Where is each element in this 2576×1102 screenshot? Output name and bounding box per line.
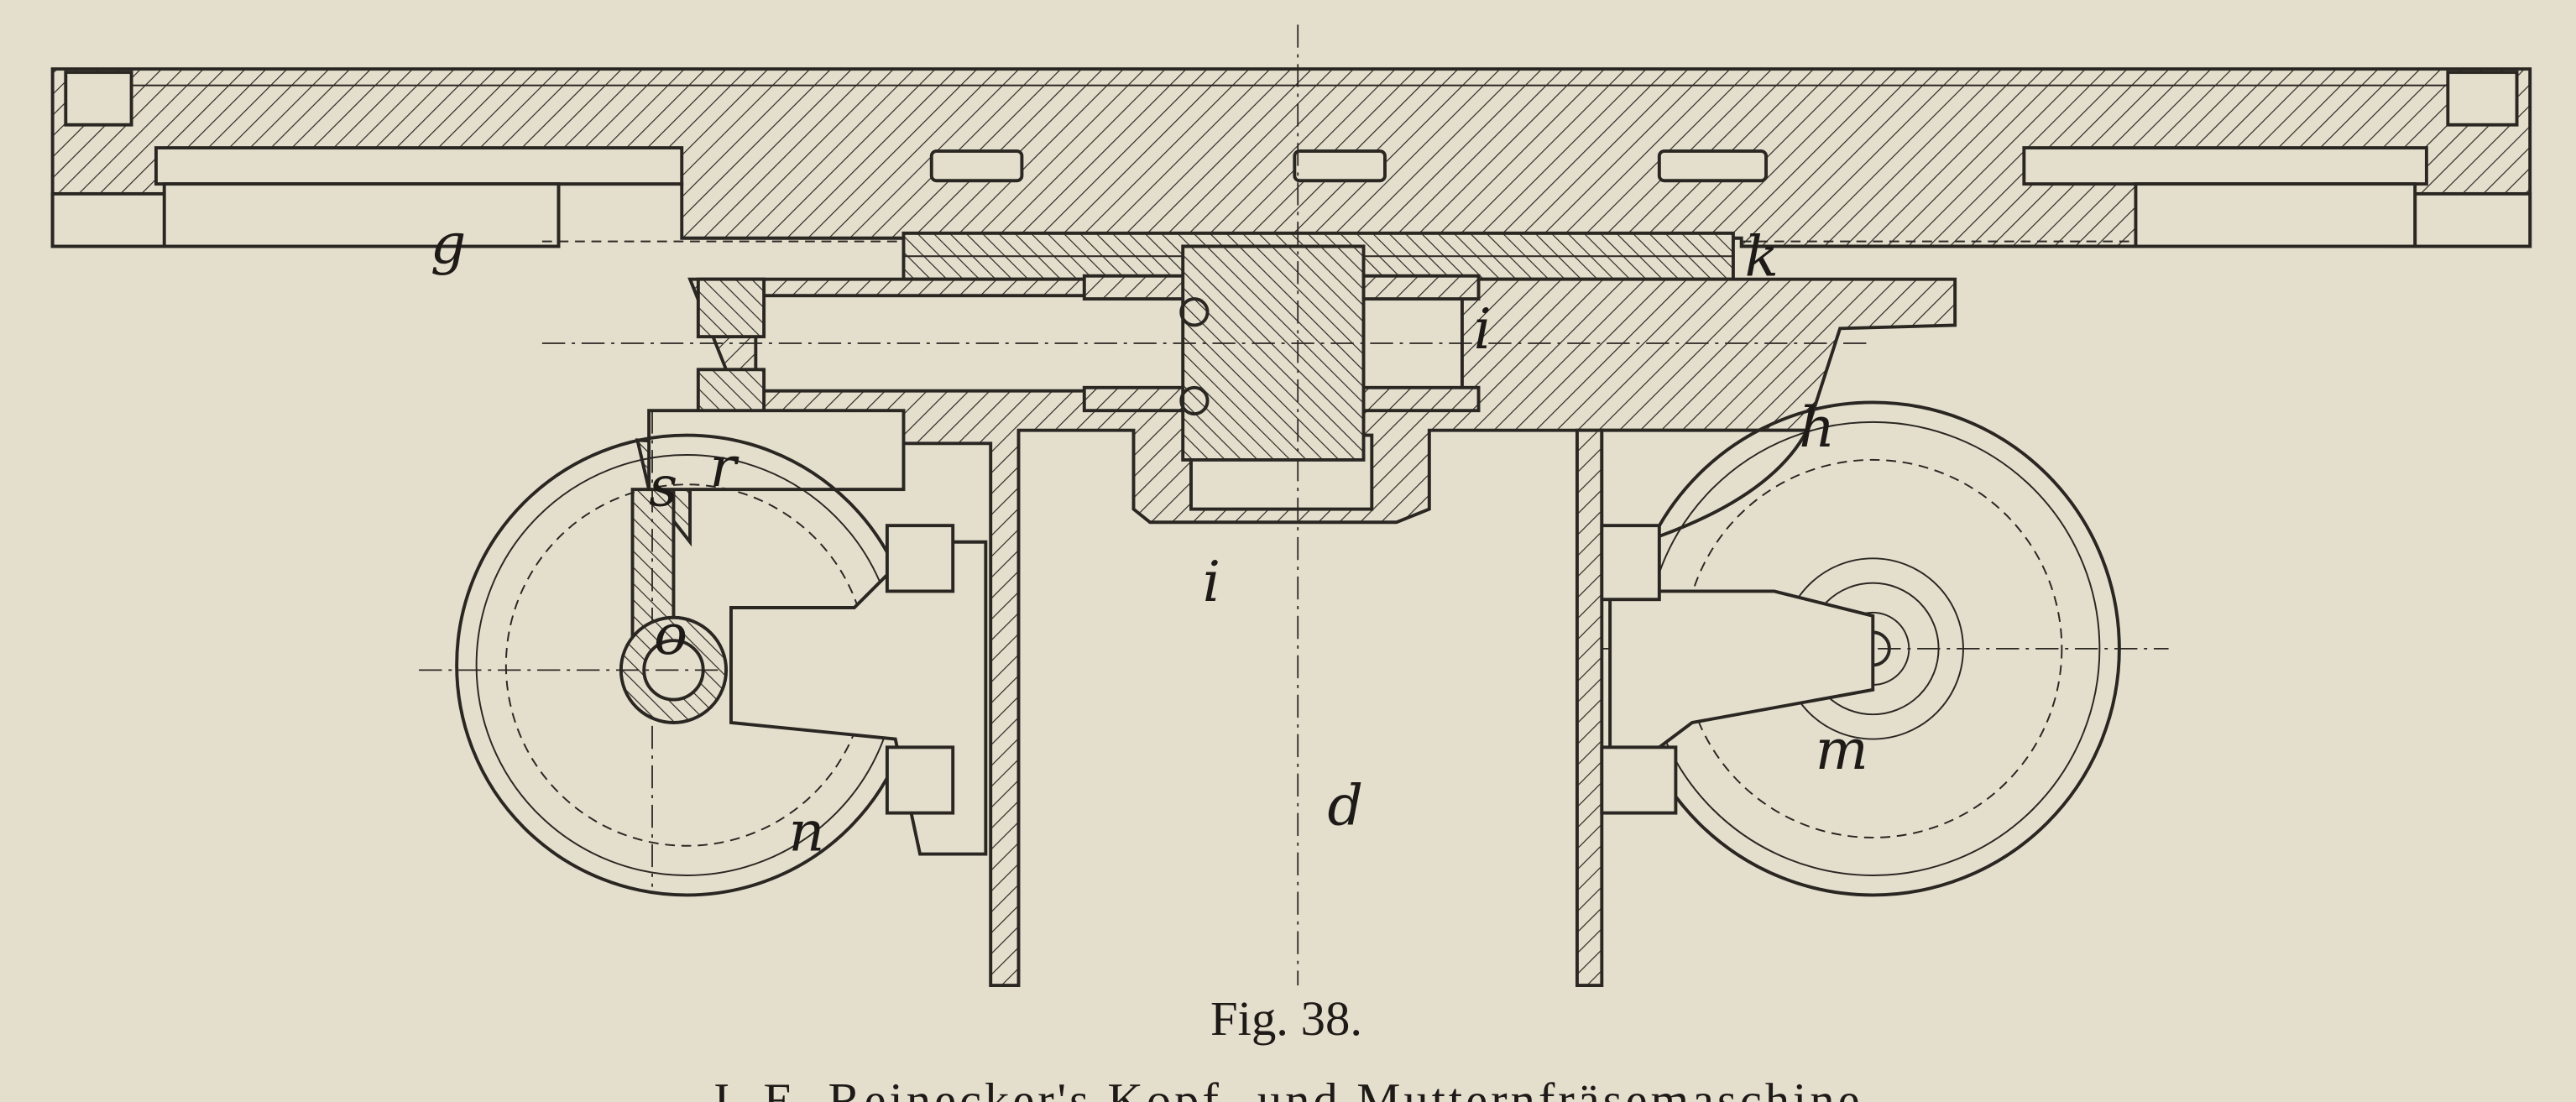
figure-number: Fig. 38. xyxy=(1210,991,1362,1046)
label-g: g xyxy=(431,211,467,276)
label-k: k xyxy=(1745,224,1779,290)
label-o: o xyxy=(654,602,687,667)
figure-caption: J. E. Reinecker's Kopf- und Mutternfräse… xyxy=(710,1073,1863,1102)
label-s: s xyxy=(649,454,677,520)
label-d: d xyxy=(1327,772,1363,838)
label-n: n xyxy=(788,799,824,864)
label-i-shaft: i xyxy=(1474,296,1492,362)
shaft-i xyxy=(541,244,1873,462)
wheel-m xyxy=(1600,400,2169,897)
label-r: r xyxy=(710,434,740,499)
label-i-housing: i xyxy=(1203,549,1220,614)
label-h: h xyxy=(1799,394,1835,460)
wheel-n xyxy=(419,433,988,897)
label-m: m xyxy=(1816,717,1868,782)
machine-table xyxy=(50,67,2532,248)
